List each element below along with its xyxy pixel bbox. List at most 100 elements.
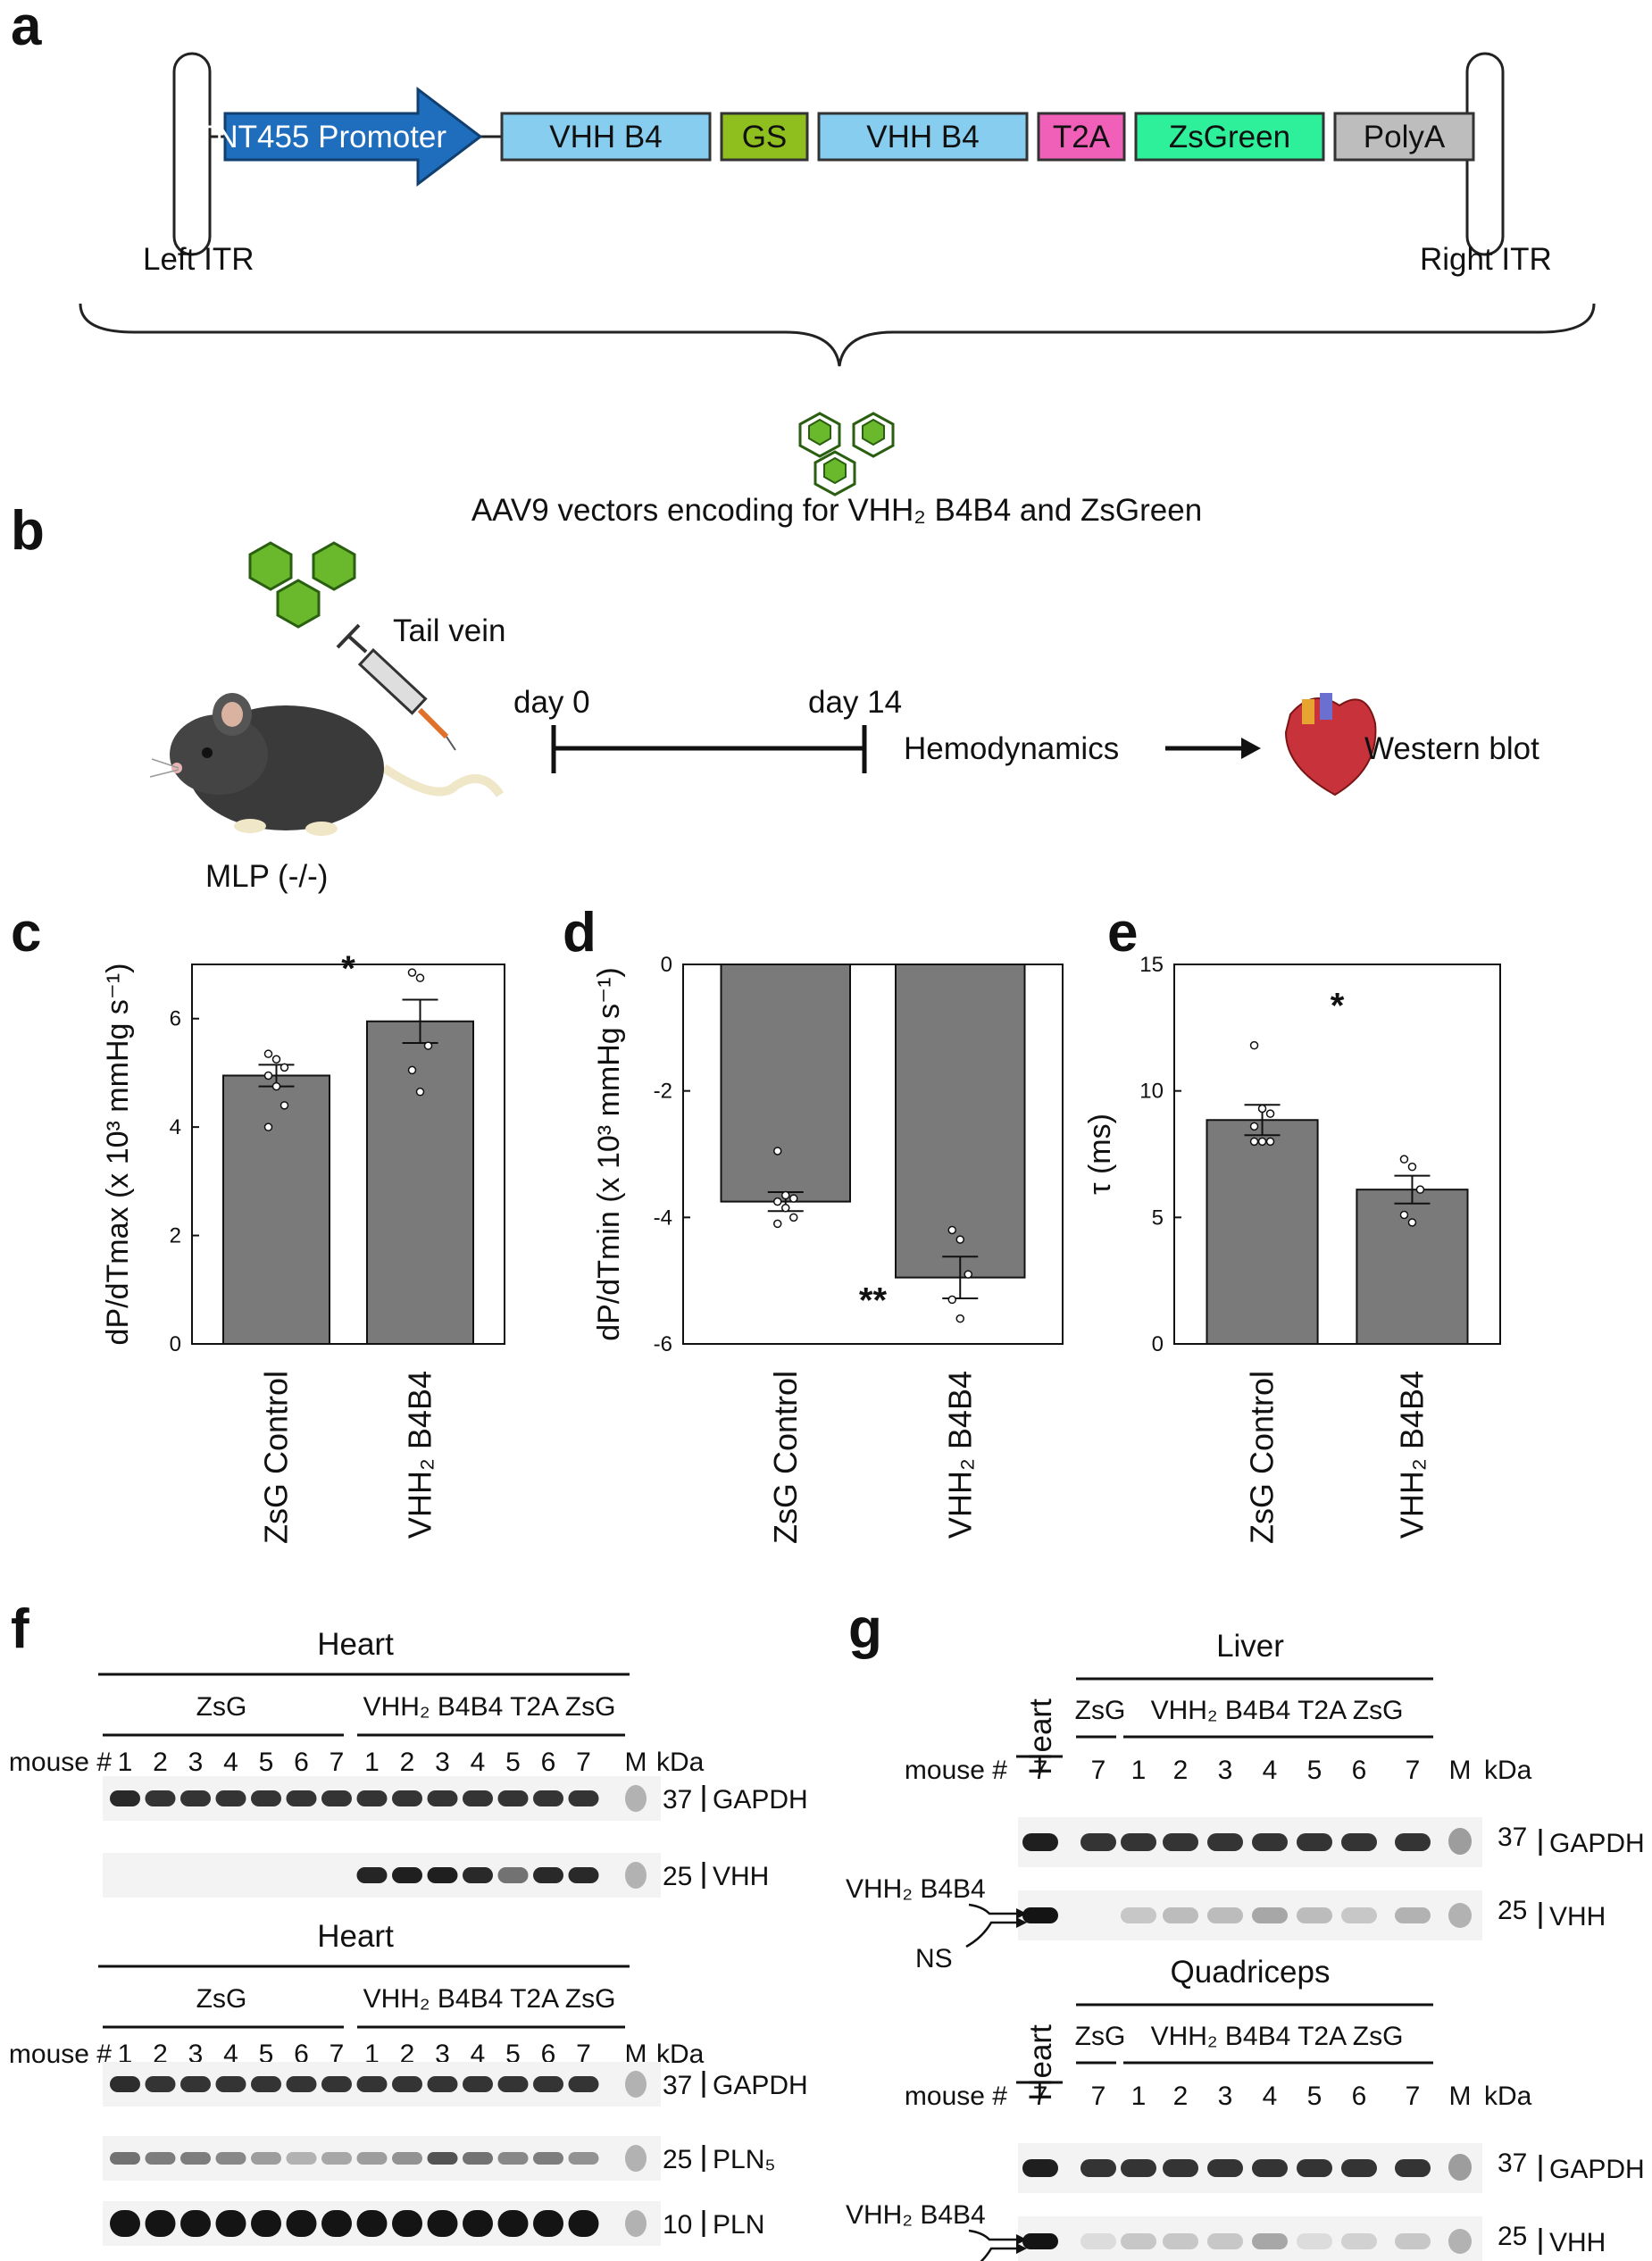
- aav-capsid-icon: [312, 541, 356, 591]
- hemodynamics-label: Hemodynamics: [904, 731, 1119, 766]
- marker-band: [625, 2145, 647, 2172]
- day-start-label: day 0: [513, 685, 590, 720]
- lane-number: 7: [576, 1748, 591, 1777]
- promoter-label: TNT455 Promoter: [196, 120, 446, 154]
- blot-band: [1341, 1907, 1377, 1923]
- lane-number: 3: [435, 2040, 450, 2069]
- data-point: [271, 1055, 281, 1064]
- blot-band: [1207, 2159, 1243, 2177]
- promoter-arrow: [223, 86, 483, 188]
- arrowhead-icon: [1016, 2243, 1027, 2254]
- lane-number: 5: [505, 1748, 521, 1777]
- blot-band: [145, 1790, 176, 1806]
- blot-band: [1207, 1833, 1243, 1851]
- blot-band: [1163, 1907, 1198, 1923]
- blot-band: [1163, 2159, 1198, 2177]
- bar: [222, 1074, 330, 1345]
- data-point: [964, 1270, 972, 1279]
- construct-segment: [817, 112, 1029, 162]
- bar: [1356, 1189, 1469, 1345]
- panel-label-f: f: [11, 1598, 29, 1660]
- syringe-icon: [336, 623, 456, 751]
- aav-caption: AAV9 vectors encoding for VHH₂ B4B4 and …: [471, 493, 1202, 528]
- day-end-label: day 14: [808, 685, 902, 720]
- blot-band: [1297, 2159, 1332, 2177]
- blot-band: [356, 2210, 388, 2237]
- data-point: [789, 1194, 798, 1203]
- lane-number: 7: [1033, 2082, 1048, 2111]
- lane-number: 4: [1263, 1756, 1278, 1785]
- construct-segment: [1134, 112, 1325, 162]
- blot-band: [1080, 1833, 1116, 1851]
- data-point: [1257, 1137, 1267, 1147]
- blot-band: [1297, 2233, 1332, 2249]
- data-point: [773, 1147, 782, 1156]
- protein-label: GAPDH: [713, 1785, 808, 1815]
- blot-band: [145, 2152, 176, 2165]
- data-point: [955, 1235, 964, 1244]
- mw-label: 37: [1498, 2148, 1527, 2178]
- blot-band: [286, 1790, 317, 1806]
- protein-label: VHH: [1549, 1902, 1606, 1931]
- lane-number: 6: [1352, 2082, 1367, 2111]
- data-point: [955, 1314, 964, 1323]
- blot-band: [497, 2210, 529, 2237]
- construct-segment: [1037, 112, 1126, 162]
- lane-number: 1: [118, 2040, 133, 2069]
- lane-number: 3: [188, 2040, 204, 2069]
- aav-capsid-icon: [852, 412, 895, 458]
- blot-band: [251, 2210, 281, 2237]
- mw-label: 10: [663, 2210, 692, 2240]
- blot-band: [427, 2152, 458, 2165]
- lane-number: 1: [364, 1748, 380, 1777]
- lane-number: 6: [541, 1748, 556, 1777]
- mouse-number-label: mouse #: [9, 1748, 112, 1777]
- blot-band: [215, 2210, 246, 2237]
- construct-segment-label: T2A: [1053, 120, 1111, 154]
- data-point: [1265, 1109, 1275, 1118]
- marker-lane-label: M: [625, 1748, 647, 1777]
- protein-label: PLN: [713, 2210, 764, 2240]
- blot-band: [180, 2210, 211, 2237]
- blot-band: [568, 1790, 599, 1806]
- blot-band: [497, 2152, 529, 2165]
- lane-number: 4: [471, 2040, 486, 2069]
- blot-title: Liver: [1216, 1629, 1284, 1664]
- y-axis-label: dP/dTmin (x 10³ mmHg s⁻¹): [592, 967, 626, 1340]
- blot-band: [533, 1790, 563, 1806]
- blot-title: Quadriceps: [1171, 1955, 1331, 1990]
- heart-lane-header: Heart: [1023, 1698, 1058, 1775]
- blot-band: [1395, 2233, 1431, 2249]
- lane-number: 7: [1406, 1756, 1421, 1785]
- blot-band: [463, 2076, 493, 2092]
- blot-band: [568, 2076, 599, 2092]
- blot-band: [1341, 2159, 1377, 2177]
- lane-number: 2: [400, 1748, 415, 1777]
- blot-band: [427, 2076, 458, 2092]
- blot-band: [1207, 1907, 1243, 1923]
- arrowhead-icon: [1016, 1908, 1027, 1919]
- lane-number: 3: [188, 1748, 204, 1777]
- blot-band: [463, 1867, 493, 1883]
- y-tick-label: 6: [170, 1007, 181, 1031]
- blot-band: [1080, 2159, 1116, 2177]
- blot-band: [215, 1790, 246, 1806]
- lane-number: 7: [1091, 2082, 1106, 2111]
- y-tick-label: 4: [170, 1115, 181, 1139]
- blot-band: [215, 2076, 246, 2092]
- blot-band: [321, 1790, 352, 1806]
- group-label-vhh: VHH₂ B4B4 T2A ZsG: [363, 1692, 616, 1722]
- mw-label: 25: [663, 1862, 692, 1891]
- blot-band: [463, 2210, 493, 2237]
- blot-band: [1395, 1907, 1431, 1923]
- blot-band: [1341, 2233, 1377, 2249]
- blot-band: [1395, 1833, 1431, 1851]
- lane-number: 7: [1406, 2082, 1421, 2111]
- blot-band: [321, 2210, 352, 2237]
